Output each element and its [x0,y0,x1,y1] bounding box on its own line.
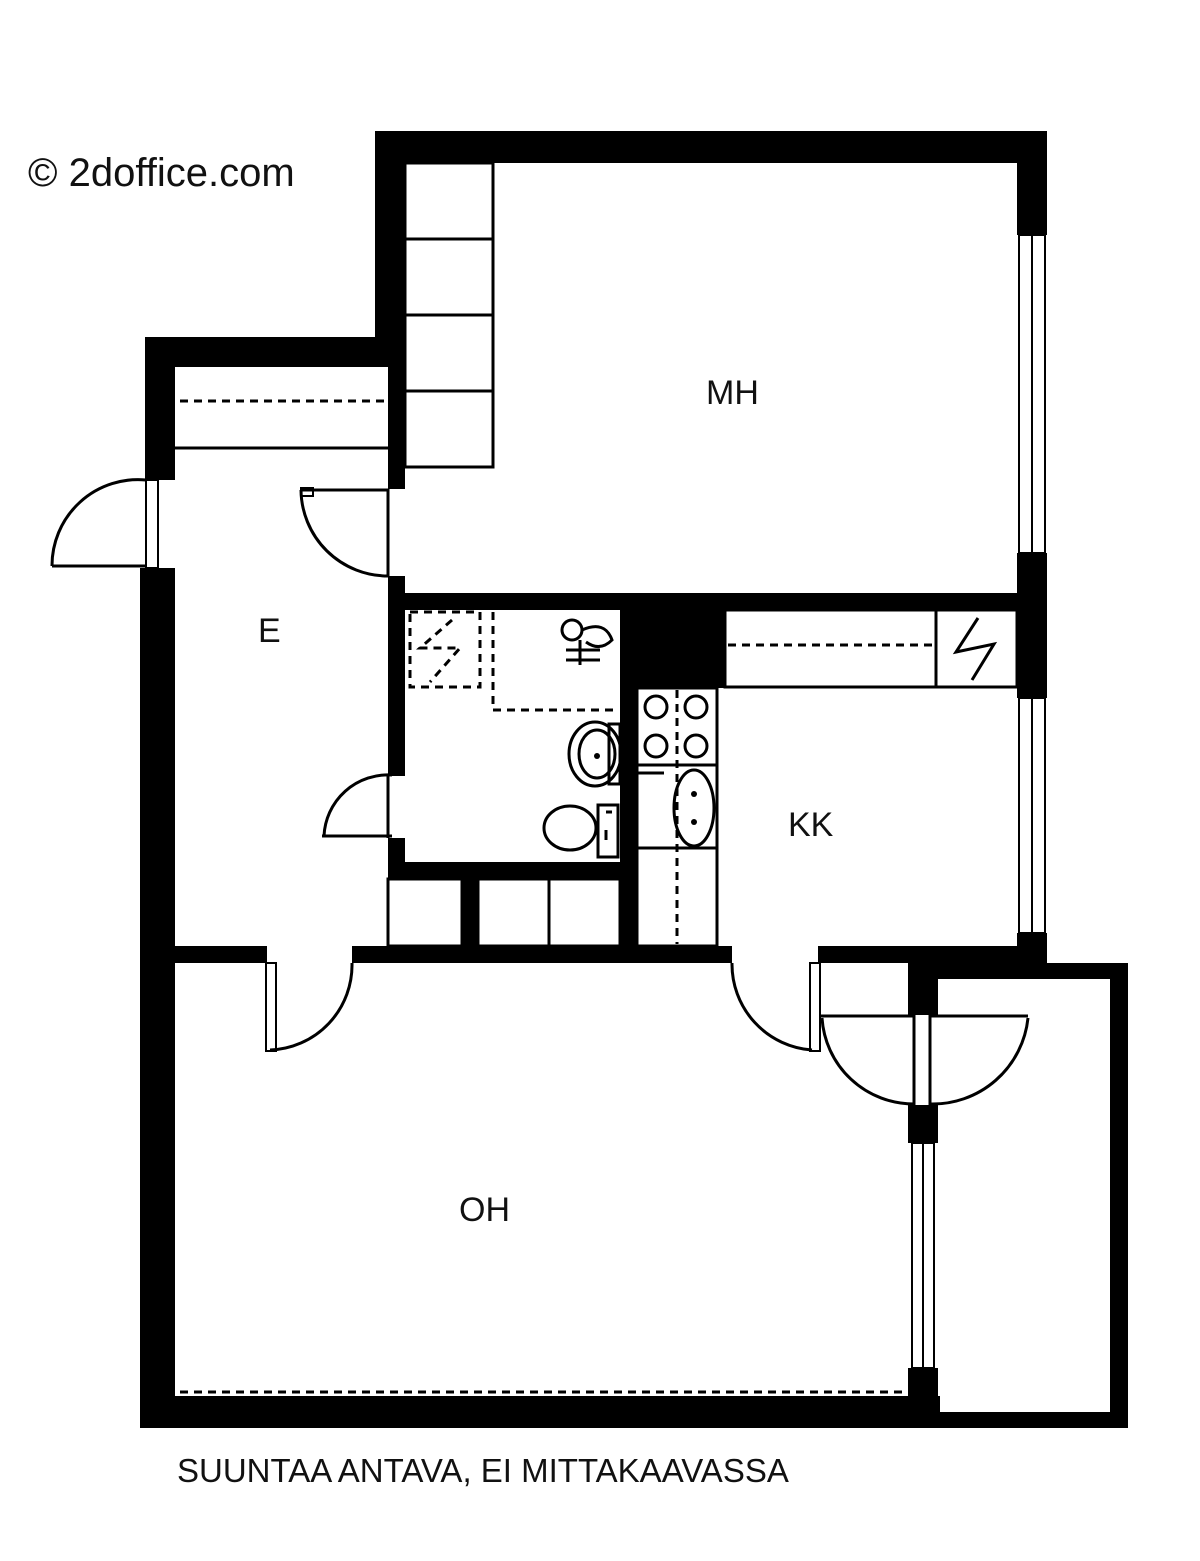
entry-door-leaf [145,479,159,569]
kk-door-swing [730,962,813,1052]
footer-note: SUUNTAA ANTAVA, EI MITTAKAAVASSA [177,1452,789,1489]
e-hall-shelf [175,399,388,450]
kitchen-fixtures [635,608,1019,948]
wall-right-mid [1017,553,1047,698]
room-label-oh: OH [459,1191,510,1229]
room-label-kk: KK [788,806,834,844]
heater-symbol [416,618,464,683]
wall-e-top [145,337,405,367]
interior-walls [175,361,1047,963]
wall-oh-top-c [818,946,1047,963]
mh-door-swing [299,489,389,578]
shower-boundary [491,612,618,712]
wall-bottom [140,1396,940,1428]
closets [386,877,622,948]
wall-mh-top [375,131,1047,163]
sink-icon [567,720,623,788]
kitchen-upper-counter [723,608,1019,689]
shower-tap-icon [560,618,614,665]
balcony-door-swing-in [820,1017,915,1106]
mh-wardrobes [403,161,495,469]
toilet-icon [542,803,620,859]
balcony-door-swing-out [929,1017,1030,1106]
entry-door-swing [50,478,147,567]
wall-closet-divider [462,862,478,963]
wall-balcony-left-mid [908,1105,938,1143]
doors [50,478,1030,1106]
oh-door-leaf [265,962,277,1052]
wall-balcony-left-top [908,963,938,1015]
wall-balcony-top [908,963,1128,979]
kitchen-sink-icon [637,760,717,944]
oh-door-swing [269,962,354,1052]
wall-oh-top-b [352,946,732,963]
kk-door-leaf [809,962,821,1052]
wall-wc-bottom [388,862,636,879]
wall-mh-right-top [1017,131,1047,235]
wall-oh-top-a [175,946,267,963]
chimney-block [637,593,725,688]
wall-wc-right [620,593,637,963]
wall-balcony-bottom [908,1412,1128,1428]
wall-left-lower [140,568,175,1428]
room-label-mh: MH [706,374,759,412]
electric-symbol-icon [952,617,998,681]
wall-e-mh-upper [388,361,405,489]
wall-balcony-left-bottom [908,1368,938,1428]
room-label-e: E [258,612,281,650]
wall-e-left-upper [145,337,175,480]
stove-icon [637,690,717,767]
wall-mh-left-upper [375,131,405,361]
wall-e-wc-mid [388,576,405,776]
watermark: © 2doffice.com [28,151,295,195]
shower-area [408,610,482,689]
wc-door-swing [322,773,393,837]
wall-balcony-right [1110,963,1128,1428]
bathroom-fixtures [408,610,623,859]
windows [911,234,1046,1369]
